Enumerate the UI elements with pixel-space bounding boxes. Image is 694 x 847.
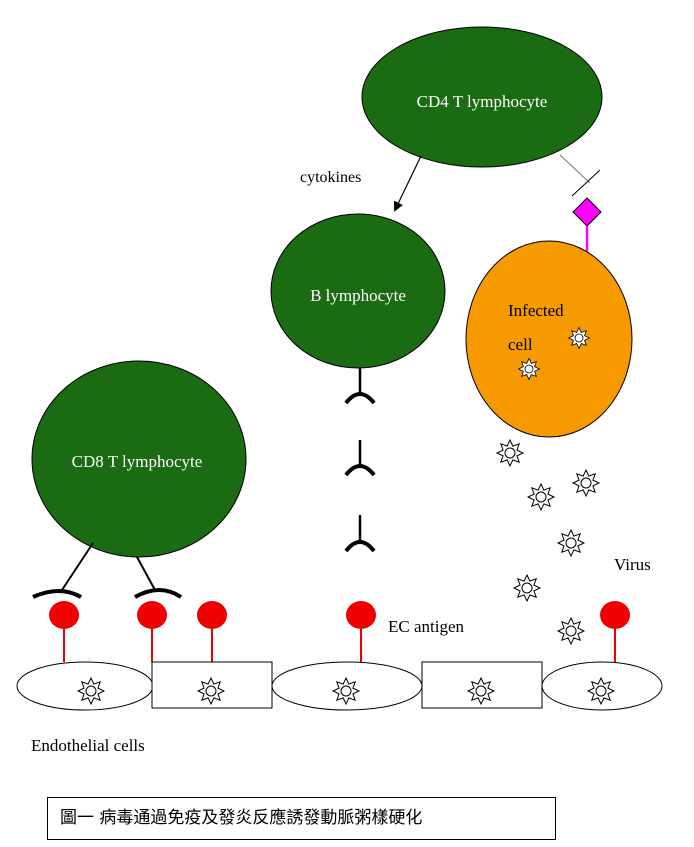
endothelial-cells-label: Endothelial cells — [31, 736, 145, 755]
ec-antigen-label: EC antigen — [388, 617, 465, 636]
ec-antigen — [197, 601, 227, 662]
cd4-t-lymphocyte — [361, 26, 603, 168]
t-cell-receptor-icon — [32, 542, 94, 599]
virus-particle-icon — [567, 326, 591, 350]
ec-antigen — [49, 601, 79, 662]
infected-cell-label-line2: cell — [508, 335, 533, 354]
cytokines-label: cytokines — [300, 169, 361, 186]
figure-caption: 圖一 病毒通過免疫及發炎反應誘發動脈粥樣硬化 — [47, 797, 556, 840]
virus-particle-icon — [586, 676, 616, 706]
t-cell-receptor-icon — [559, 154, 601, 197]
cd8-label: CD8 T lymphocyte — [72, 452, 203, 471]
antibody-icon — [344, 515, 376, 553]
virus-particle-icon — [556, 528, 586, 558]
cytokines-arrow — [393, 155, 422, 212]
ec-antigen — [346, 601, 376, 662]
cd8-t-lymphocyte — [31, 360, 247, 558]
t-cell-receptor-icon — [134, 556, 183, 599]
virus-particle-icon — [556, 616, 586, 646]
infected-cell-label-line1: Infected — [508, 301, 564, 320]
cd4-label: CD4 T lymphocyte — [417, 92, 548, 111]
b-lymphocyte — [270, 213, 446, 369]
virus-particle-icon — [466, 676, 496, 706]
ec-antigen — [600, 601, 630, 662]
virus-particle-icon — [495, 438, 525, 468]
virus-particle-icon — [331, 676, 361, 706]
virus-particle-icon — [196, 676, 226, 706]
infected-cell — [465, 240, 633, 438]
antibody-icon — [344, 440, 376, 477]
ec-antigen — [137, 601, 167, 662]
virus-particle-icon — [571, 468, 601, 498]
b-cell-label: B lymphocyte — [310, 286, 406, 305]
virus-particle-icon — [517, 357, 541, 381]
virus-particle-icon — [512, 573, 542, 603]
virus-particle-icon — [526, 482, 556, 512]
antibody-icon — [344, 368, 376, 405]
virus-label: Virus — [614, 555, 651, 574]
virus-particle-icon — [76, 676, 106, 706]
